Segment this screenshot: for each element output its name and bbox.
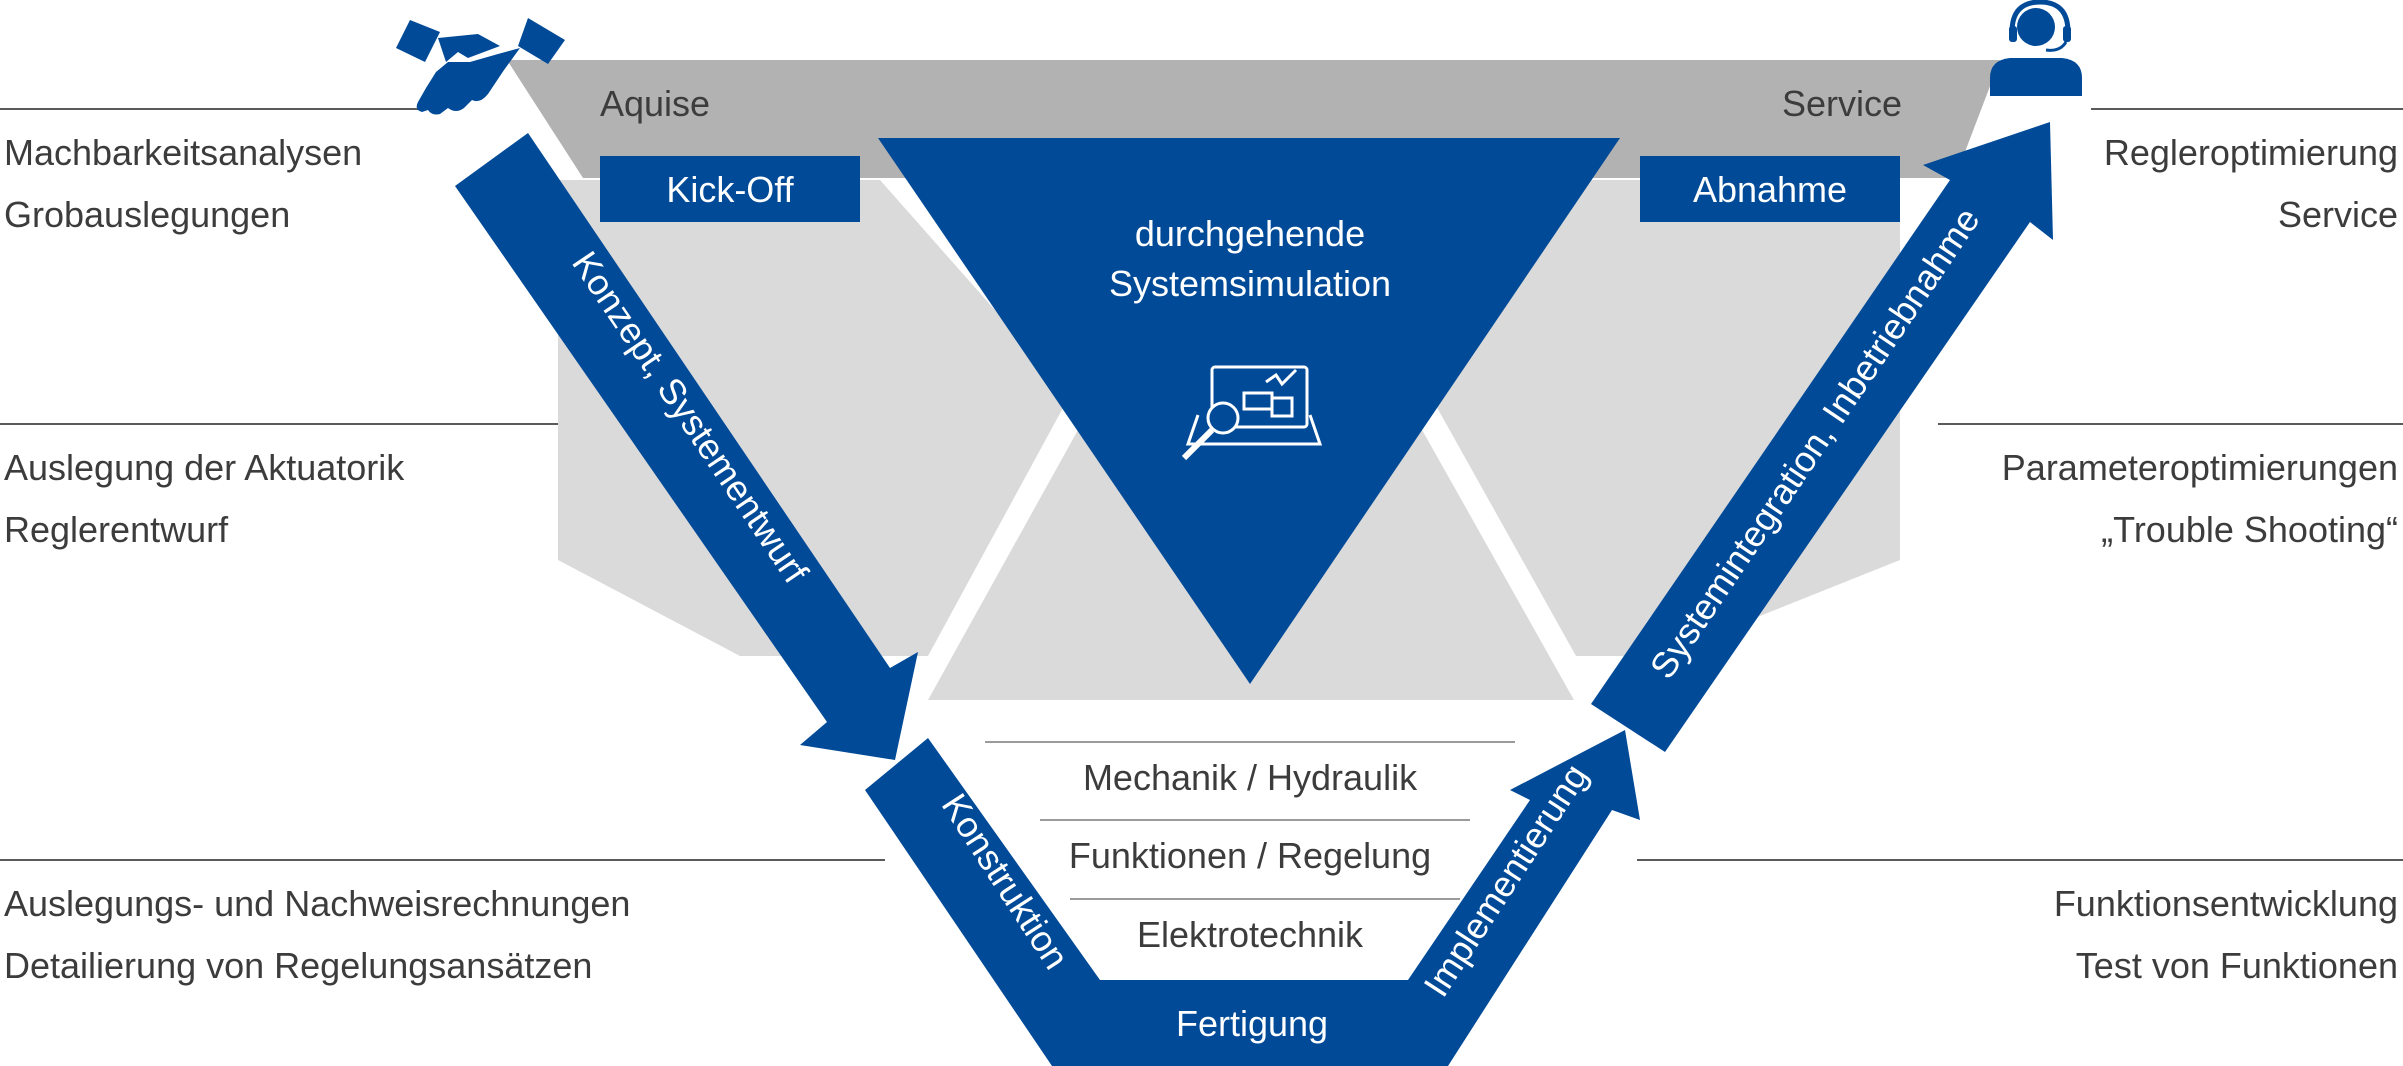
left-item-1-line1: Machbarkeitsanalysen	[4, 132, 362, 173]
right-item-3-line1: Funktionsentwicklung	[2054, 883, 2398, 924]
left-diagonal-arrow	[455, 133, 918, 760]
left-item-2-line1: Auslegung der Aktuatorik	[4, 447, 405, 488]
top-grey-band	[507, 60, 2000, 178]
center-triangle	[878, 138, 1620, 684]
kickoff-box	[600, 156, 860, 222]
bottom-v-arrow	[865, 730, 1640, 1066]
discipline-2: Funktionen / Regelung	[1069, 835, 1431, 876]
abnahme-box	[1640, 156, 1900, 222]
left-item-3-line2: Detailierung von Regelungsansätzen	[4, 945, 592, 986]
kickoff-label: Kick-Off	[666, 169, 794, 210]
service-label: Service	[1782, 83, 1902, 124]
right-item-1-line2: Service	[2278, 194, 2398, 235]
left-grey-panel	[558, 180, 1070, 656]
center-label-line1: durchgehende	[1135, 213, 1365, 254]
left-item-3-line1: Auslegungs- und Nachweisrechnungen	[4, 883, 630, 924]
handshake-icon	[396, 18, 565, 115]
right-item-2-line1: Parameteroptimierungen	[2002, 447, 2398, 488]
right-item-1-line1: Regleroptimierung	[2104, 132, 2398, 173]
right-diagonal-arrow	[1591, 122, 2053, 752]
discipline-1: Mechanik / Hydraulik	[1083, 757, 1418, 798]
left-item-2-line2: Reglerentwurf	[4, 509, 229, 550]
bottom-arrow-label: Fertigung	[1176, 1003, 1328, 1044]
left-item-1-line2: Grobauslegungen	[4, 194, 290, 235]
right-item-3-line2: Test von Funktionen	[2076, 945, 2398, 986]
center-label-line2: Systemsimulation	[1109, 263, 1391, 304]
headset-user-icon	[1990, 0, 2082, 96]
right-item-2-line2: „Trouble Shooting“	[2101, 509, 2398, 550]
simulation-laptop-icon	[1181, 365, 1323, 461]
discipline-3: Elektrotechnik	[1137, 914, 1364, 955]
aquise-label: Aquise	[600, 83, 710, 124]
abnahme-label: Abnahme	[1693, 169, 1847, 210]
